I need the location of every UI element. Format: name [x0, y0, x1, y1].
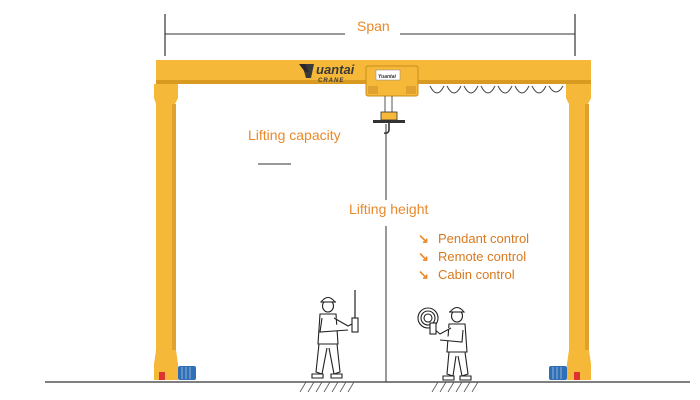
right-leg	[566, 84, 591, 380]
lifting-capacity-label: Lifting capacity	[248, 127, 341, 143]
orange-arrow-icon: ↘	[418, 231, 429, 246]
logo-subtitle-text: CRANE	[318, 78, 344, 84]
remote-signal-icon	[417, 307, 439, 329]
lifting-height-label: Lifting height	[349, 201, 429, 217]
svg-text:Yuantai: Yuantai	[378, 74, 396, 80]
festoon-cable	[429, 85, 564, 94]
orange-arrow-icon: ↘	[418, 249, 429, 264]
left-travel-motor	[178, 366, 196, 380]
right-travel-motor	[549, 366, 567, 380]
orange-arrow-icon: ↘	[418, 267, 429, 282]
control-option-label: Cabin control	[438, 267, 515, 282]
logo-brand-text: uantai	[316, 62, 355, 77]
yuantai-logo: uantai CRANE	[299, 62, 355, 84]
control-option-label: Remote control	[438, 249, 527, 264]
control-option-cabin: ↘ Cabin control	[418, 267, 515, 283]
control-option-remote: ↘ Remote control	[418, 249, 526, 265]
span-dimension	[164, 14, 576, 56]
control-option-pendant: ↘ Pendant control	[418, 231, 529, 247]
pendant-operator	[311, 290, 359, 379]
left-leg	[154, 84, 178, 380]
ground-hatching	[299, 381, 479, 393]
electric-hoist: Yuantai	[365, 65, 419, 97]
control-option-label: Pendant control	[438, 231, 530, 246]
remote-operator	[417, 306, 472, 381]
span-label: Span	[357, 18, 390, 34]
hoist-hook	[373, 96, 405, 134]
